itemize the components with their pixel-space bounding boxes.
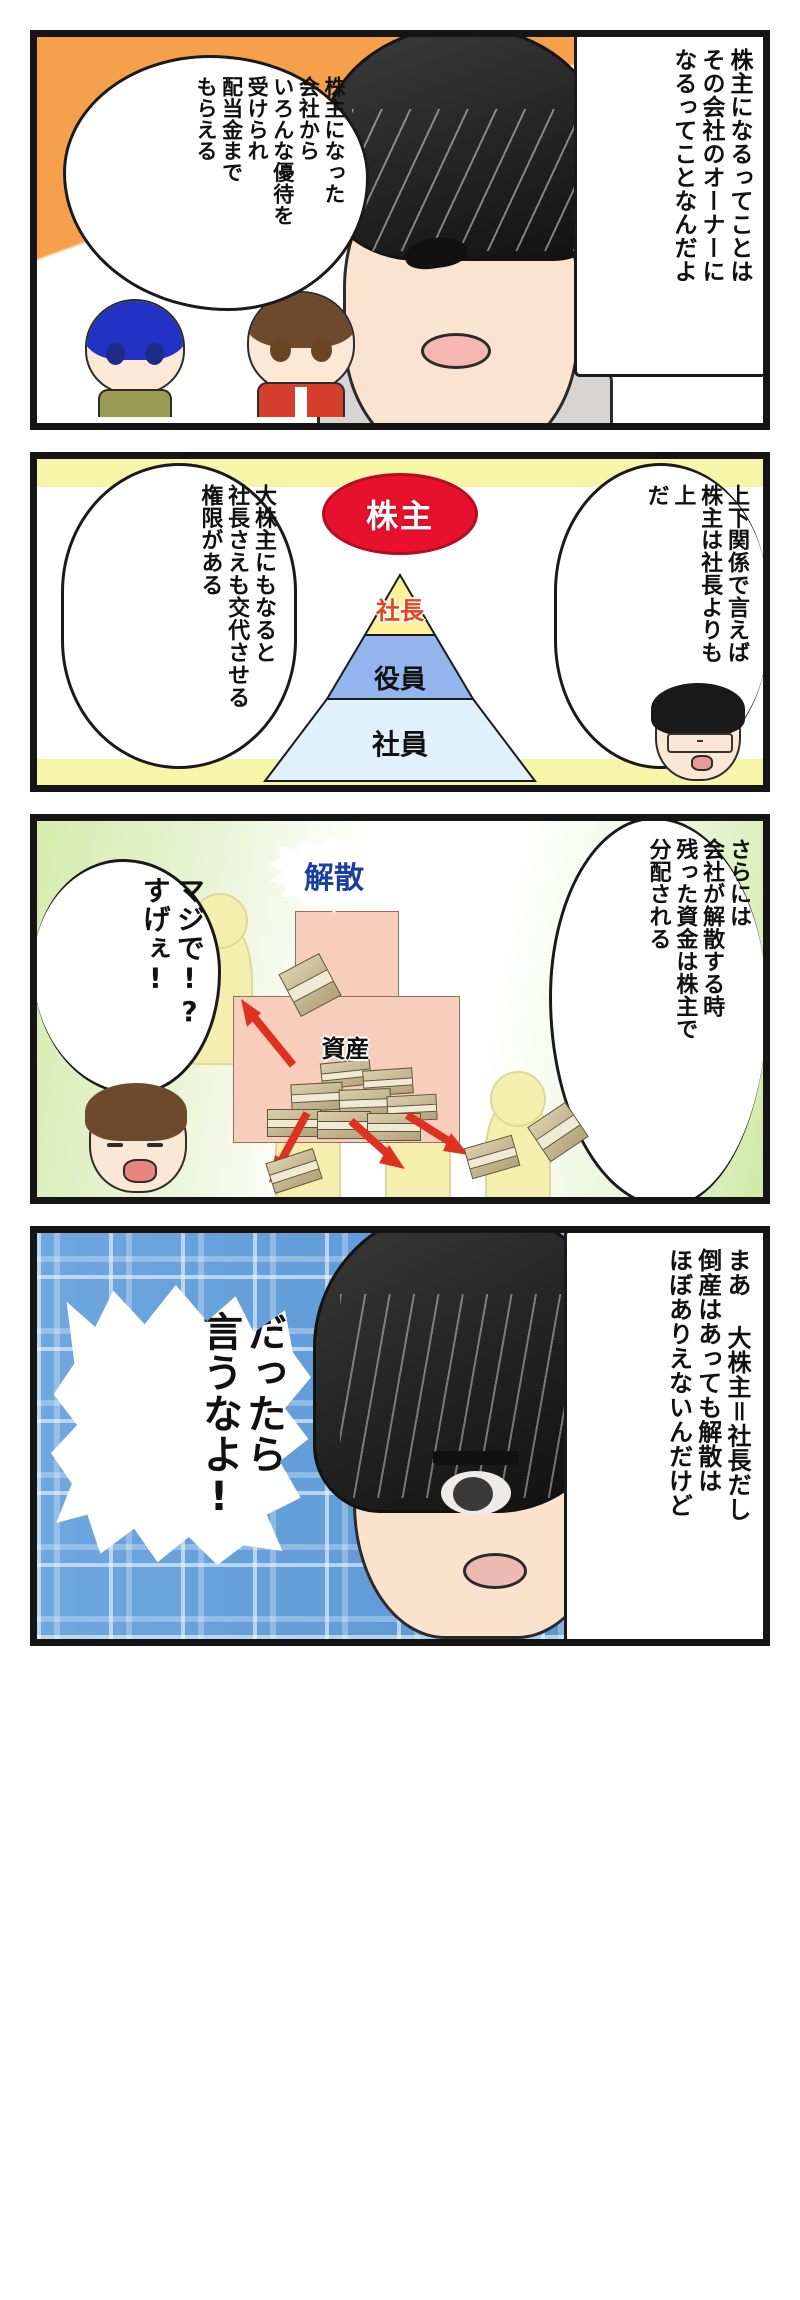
p1-cloud-left-bubble: 株主になった 会社から いろんな優待を 受けられ 配当金まで もらえる xyxy=(63,55,369,311)
p2-bubble-left-text: 大株主にもなると 社長さえも交代させる 権限がある xyxy=(197,484,276,709)
pyramid-level-label-employee: 社員 xyxy=(371,728,428,761)
p4-shout-left-bubble: だったら 言うなよ! xyxy=(51,1285,311,1565)
glasses-teacher-closeup xyxy=(313,37,613,423)
mouth xyxy=(691,755,713,771)
hair xyxy=(651,683,745,735)
asset-box-label: 資産 xyxy=(321,1035,370,1063)
open-mouth xyxy=(123,1159,157,1183)
hair xyxy=(85,1083,187,1141)
mouth xyxy=(421,333,491,369)
brown-haired-boy-shocked xyxy=(81,1073,191,1193)
p2-bubble-left: 大株主にもなると 社長さえも交代させる 権限がある xyxy=(61,463,297,769)
p3-narration-right-text: さらには 会社が解散する時 残った資金は株主で 分配される xyxy=(645,838,751,1040)
body xyxy=(98,389,172,417)
eye-right xyxy=(311,338,333,362)
dissolution-burst-label: 解散 xyxy=(304,861,364,896)
pyramid-crown-label: 株主 xyxy=(365,497,434,535)
p4-shout-left-text: だったら 言うなよ! xyxy=(196,1311,286,1521)
eye-right-closed xyxy=(147,1143,163,1147)
p1-cloud-left-text: 株主になった 会社から いろんな優待を 受けられ 配当金まで もらえる xyxy=(193,76,346,226)
distribution-arrow xyxy=(404,1111,469,1155)
p2-bubble-right-text: 上下関係で言えば 株主は社長よりも 上 だ xyxy=(643,484,749,664)
brown-haired-boy xyxy=(247,291,355,417)
pyramid-crown-shareholder: 株主 xyxy=(322,473,478,555)
p4-narration-right-text: まあ 大株主＝社長だし 倒産はあっても解散は ほぼありえないんだけど xyxy=(664,1248,751,1522)
hair xyxy=(87,301,183,360)
hair xyxy=(321,37,605,261)
p1-narration-right-text: 株主になるってことは その会社のオーナーに なるってことなんだよ xyxy=(669,48,752,283)
cash-bundle xyxy=(317,1111,371,1139)
p1-narration-right-bubble: 株主になるってことは その会社のオーナーに なるってことなんだよ xyxy=(574,37,763,377)
eye xyxy=(441,1471,511,1515)
pyramid-level-label-executive: 役員 xyxy=(373,665,426,695)
blue-haired-girl xyxy=(85,299,185,417)
eye-left xyxy=(269,338,291,362)
panel-4: まあ 大株主＝社長だし 倒産はあっても解散は ほぼありえないんだけど だったら … xyxy=(30,1226,770,1646)
panel-1: 株主になるってことは その会社のオーナーに なるってことなんだよ 株主になった … xyxy=(30,30,770,430)
hierarchy-pyramid: 社長 役員 社員 xyxy=(235,573,565,785)
glasses-teacher-chibi xyxy=(651,683,745,781)
distribution-arrow xyxy=(348,1118,405,1169)
body xyxy=(257,382,345,417)
eyebrow xyxy=(433,1451,519,1465)
eye-left xyxy=(106,343,126,366)
panel-2: 株主 社長 役員 社員 上下関係で言えば 株主は社長よりも 上 だ 大株主にもな… xyxy=(30,452,770,792)
asset-diagram: 資産 xyxy=(233,911,469,1183)
head xyxy=(85,299,185,396)
panel-3: 解散 資産 xyxy=(30,814,770,1204)
eye-left-closed xyxy=(107,1143,123,1147)
eye-right xyxy=(144,343,164,366)
p4-narration-right-bubble: まあ 大株主＝社長だし 倒産はあっても解散は ほぼありえないんだけど xyxy=(564,1233,763,1639)
glasses-icon xyxy=(667,733,733,753)
mouth xyxy=(463,1553,527,1589)
p3-shout-left-bubble: マジで!? すげぇ! xyxy=(37,859,221,1095)
p3-shout-left-text: マジで!? すげぇ! xyxy=(138,876,206,1029)
pyramid-svg xyxy=(262,573,538,782)
distribution-arrow xyxy=(241,999,297,1068)
pyramid-level-label-president: 社長 xyxy=(376,597,424,625)
